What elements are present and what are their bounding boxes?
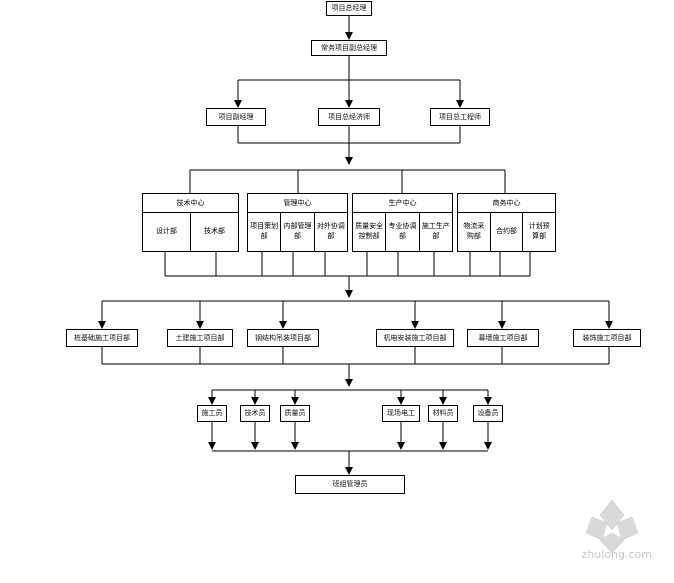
deputy-manager-label: 项目副经理 xyxy=(218,112,254,121)
management-center-title: 管理中心 xyxy=(248,194,347,213)
site-electrician-label: 现场电工 xyxy=(387,409,415,418)
technician-box: 技术员 xyxy=(240,405,270,422)
business-center: 商务中心 物流采购部 合约部 计划预算部 xyxy=(457,193,556,252)
exec-deputy-box: 常务项目副总经理 xyxy=(311,40,387,56)
quality-inspector-label: 质量员 xyxy=(284,409,306,418)
pile-foundation-project-dept: 桩基础施工项目部 xyxy=(66,329,138,347)
internal-mgmt-dept: 内部管理部 xyxy=(280,212,313,251)
materials-clerk-label: 材料员 xyxy=(432,409,454,418)
chief-engineer-box: 项目总工程师 xyxy=(430,108,490,126)
materials-clerk-box: 材料员 xyxy=(428,405,458,422)
civil-works-project-dept: 土建施工项目部 xyxy=(167,329,233,347)
decoration-label: 装饰施工项目部 xyxy=(582,333,632,342)
steel-structure-project-dept: 钢结构吊装项目部 xyxy=(247,329,319,347)
management-center: 管理中心 项目策划部 内部管理部 对外协调部 xyxy=(247,193,348,252)
construction-worker-box: 施工员 xyxy=(197,405,227,422)
equipment-clerk-label: 设备员 xyxy=(477,409,499,418)
chief-economist-box: 项目总经济师 xyxy=(318,108,380,126)
construction-worker-label: 施工员 xyxy=(201,409,223,418)
external-coord-dept: 对外协调部 xyxy=(313,212,347,251)
specialty-coord-dept: 专业协调部 xyxy=(385,212,418,251)
team-manager-label: 班组管理员 xyxy=(332,480,368,489)
quality-inspector-box: 质量员 xyxy=(280,405,310,422)
team-manager-box: 班组管理员 xyxy=(295,475,405,494)
chief-engineer-label: 项目总工程师 xyxy=(439,112,481,121)
technical-dept: 技术部 xyxy=(190,212,238,251)
production-center: 生产中心 质量安全控制部 专业协调部 施工生产部 xyxy=(352,193,453,252)
pile-foundation-label: 桩基础施工项目部 xyxy=(74,333,130,342)
general-manager-box: 项目总经理 xyxy=(326,1,372,16)
civil-works-label: 土建施工项目部 xyxy=(175,333,225,342)
general-manager-label: 项目总经理 xyxy=(331,4,367,13)
technician-label: 技术员 xyxy=(244,409,266,418)
deputy-manager-box: 项目副经理 xyxy=(206,108,266,126)
mep-installation-project-dept: 机电安装施工项目部 xyxy=(376,329,454,347)
decoration-project-dept: 装饰施工项目部 xyxy=(573,329,641,347)
curtain-wall-label: 幕墙施工项目部 xyxy=(478,333,528,342)
tech-center-title: 技术中心 xyxy=(143,194,238,213)
curtain-wall-project-dept: 幕墙施工项目部 xyxy=(467,329,539,347)
construction-production-dept: 施工生产部 xyxy=(418,212,452,251)
watermark-logo-icon xyxy=(585,499,639,554)
mep-installation-label: 机电安装施工项目部 xyxy=(383,333,447,342)
site-electrician-box: 现场电工 xyxy=(382,405,420,422)
quality-safety-dept: 质量安全控制部 xyxy=(355,222,384,240)
business-center-title: 商务中心 xyxy=(458,194,555,213)
planning-dept: 项目策划部 xyxy=(250,222,279,240)
contracts-dept: 合约部 xyxy=(489,212,523,251)
steel-structure-label: 钢结构吊装项目部 xyxy=(255,333,311,342)
exec-deputy-label: 常务项目副总经理 xyxy=(321,43,377,52)
chief-economist-label: 项目总经济师 xyxy=(328,112,370,121)
tech-center: 技术中心 设计部 技术部 xyxy=(142,193,239,252)
planning-budget-dept: 计划预算部 xyxy=(522,212,555,251)
logistics-procurement-dept: 物流采购部 xyxy=(463,222,485,240)
equipment-clerk-box: 设备员 xyxy=(473,405,503,422)
design-dept: 设计部 xyxy=(156,226,177,235)
watermark-text: zhulong.com xyxy=(581,548,652,561)
production-center-title: 生产中心 xyxy=(353,194,452,213)
